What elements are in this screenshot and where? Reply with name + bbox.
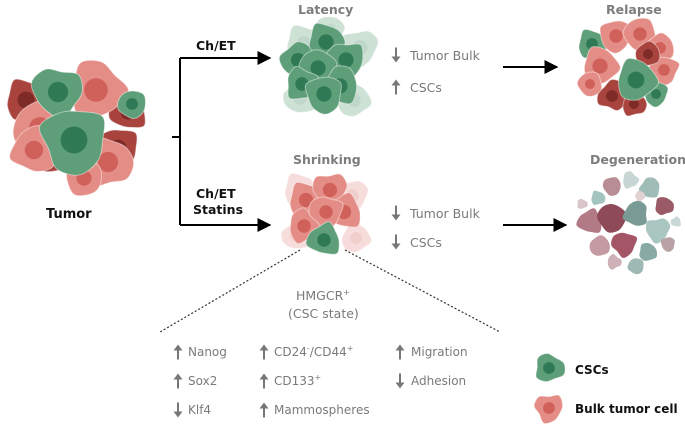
cell-fragment — [635, 190, 646, 202]
bulk-tumor-cell — [341, 222, 373, 253]
down-arrow-icon — [395, 373, 405, 389]
up-arrow-icon — [173, 344, 183, 360]
latency-cluster — [278, 16, 379, 117]
shrinking-tumor-bulk-label: Tumor Bulk — [410, 206, 480, 221]
latency-title: Latency — [298, 2, 354, 17]
bulk-tumor-cell — [533, 394, 564, 425]
csc-cell — [535, 352, 566, 383]
cd44-sup: + — [346, 344, 354, 353]
csc-cell — [117, 90, 146, 120]
marker-mammospheres: Mammospheres — [274, 403, 370, 417]
cell-fragment — [602, 177, 621, 196]
csc-cell — [30, 68, 83, 121]
marker-nanog: Nanog — [188, 345, 227, 359]
cell-fragment — [589, 235, 610, 256]
legend-cells — [533, 352, 566, 425]
csc-state-label: (CSC state) — [288, 306, 359, 321]
relapse-cluster — [576, 17, 680, 117]
bulk-tumor-cell — [599, 20, 633, 54]
cd24-text: CD24 — [274, 345, 307, 359]
legend-bulk-label: Bulk tumor cell — [575, 402, 678, 416]
up-arrow-icon — [395, 344, 405, 360]
cell-fragment — [576, 208, 602, 233]
up-arrow-icon — [173, 373, 183, 389]
latency-cscs-label: CSCs — [410, 80, 442, 95]
tumor-label: Tumor — [46, 207, 92, 222]
dark-bulk-cell — [596, 78, 626, 112]
relapse-title: Relapse — [606, 2, 662, 17]
effect-arrows — [173, 47, 405, 418]
cd133-text: CD133 — [274, 374, 315, 388]
degeneration-title: Degeneration — [590, 152, 685, 167]
cell-fragment — [622, 200, 647, 226]
csc-cell — [617, 57, 660, 101]
cell-fragment — [597, 203, 627, 233]
ch-et-label-bottom: Ch/ET — [196, 186, 236, 201]
up-arrow-icon — [259, 344, 269, 360]
cell-fragment — [577, 198, 588, 209]
shrinking-cluster — [280, 172, 373, 255]
cell-fragment — [607, 253, 622, 270]
degeneration-debris — [576, 171, 681, 275]
ch-et-label-top: Ch/ET — [196, 38, 236, 53]
cd24-sup: - — [306, 344, 310, 353]
down-arrow-icon — [391, 47, 401, 63]
up-arrow-icon — [391, 79, 401, 95]
up-arrow-icon — [259, 373, 269, 389]
cd44-text: /CD44 — [309, 345, 347, 359]
tumor-cluster — [6, 59, 146, 197]
bulk-tumor-cell — [71, 59, 130, 120]
down-arrow-icon — [391, 205, 401, 221]
legend-cscs-label: CSCs — [575, 363, 609, 377]
marker-sox2: Sox2 — [188, 374, 218, 388]
csc-cell — [304, 76, 342, 115]
shrinking-title: Shrinking — [293, 152, 361, 167]
down-arrow-icon — [391, 234, 401, 250]
cell-fragment — [638, 177, 660, 198]
hmgcr-sup: + — [343, 288, 350, 297]
statins-label: Statins — [193, 202, 244, 217]
cd133-sup: + — [314, 373, 322, 382]
cell-fragment — [655, 197, 674, 216]
cell-fragment — [670, 216, 681, 227]
marker-cd133: CD133+ — [274, 374, 321, 389]
hmgcr-text: HMGCR — [296, 288, 344, 303]
cell-fragment — [623, 171, 640, 189]
branch-connector — [172, 58, 181, 225]
cell-fragment — [645, 218, 671, 244]
hmgcr-label: HMGCR+ — [296, 288, 350, 303]
zoom-line-right — [344, 249, 501, 333]
shrinking-cscs-label: CSCs — [410, 235, 442, 250]
csc-cell — [38, 110, 106, 176]
cell-fragment — [660, 237, 675, 252]
latency-tumor-bulk-label: Tumor Bulk — [410, 48, 480, 63]
cell-fragment — [591, 190, 606, 206]
up-arrow-icon — [259, 402, 269, 418]
marker-migration: Migration — [411, 345, 468, 359]
cell-fragment — [627, 258, 644, 275]
bulk-tumor-cell — [576, 71, 603, 97]
down-arrow-icon — [173, 402, 183, 418]
marker-adhesion: Adhesion — [411, 374, 467, 388]
cell-fragment — [639, 242, 658, 261]
cell-fragment — [611, 232, 638, 258]
marker-klf4: Klf4 — [188, 403, 212, 417]
marker-cd24-cd44: CD24-/CD44+ — [274, 345, 353, 360]
zoom-line-left — [159, 249, 301, 333]
csc-cell — [305, 221, 340, 255]
